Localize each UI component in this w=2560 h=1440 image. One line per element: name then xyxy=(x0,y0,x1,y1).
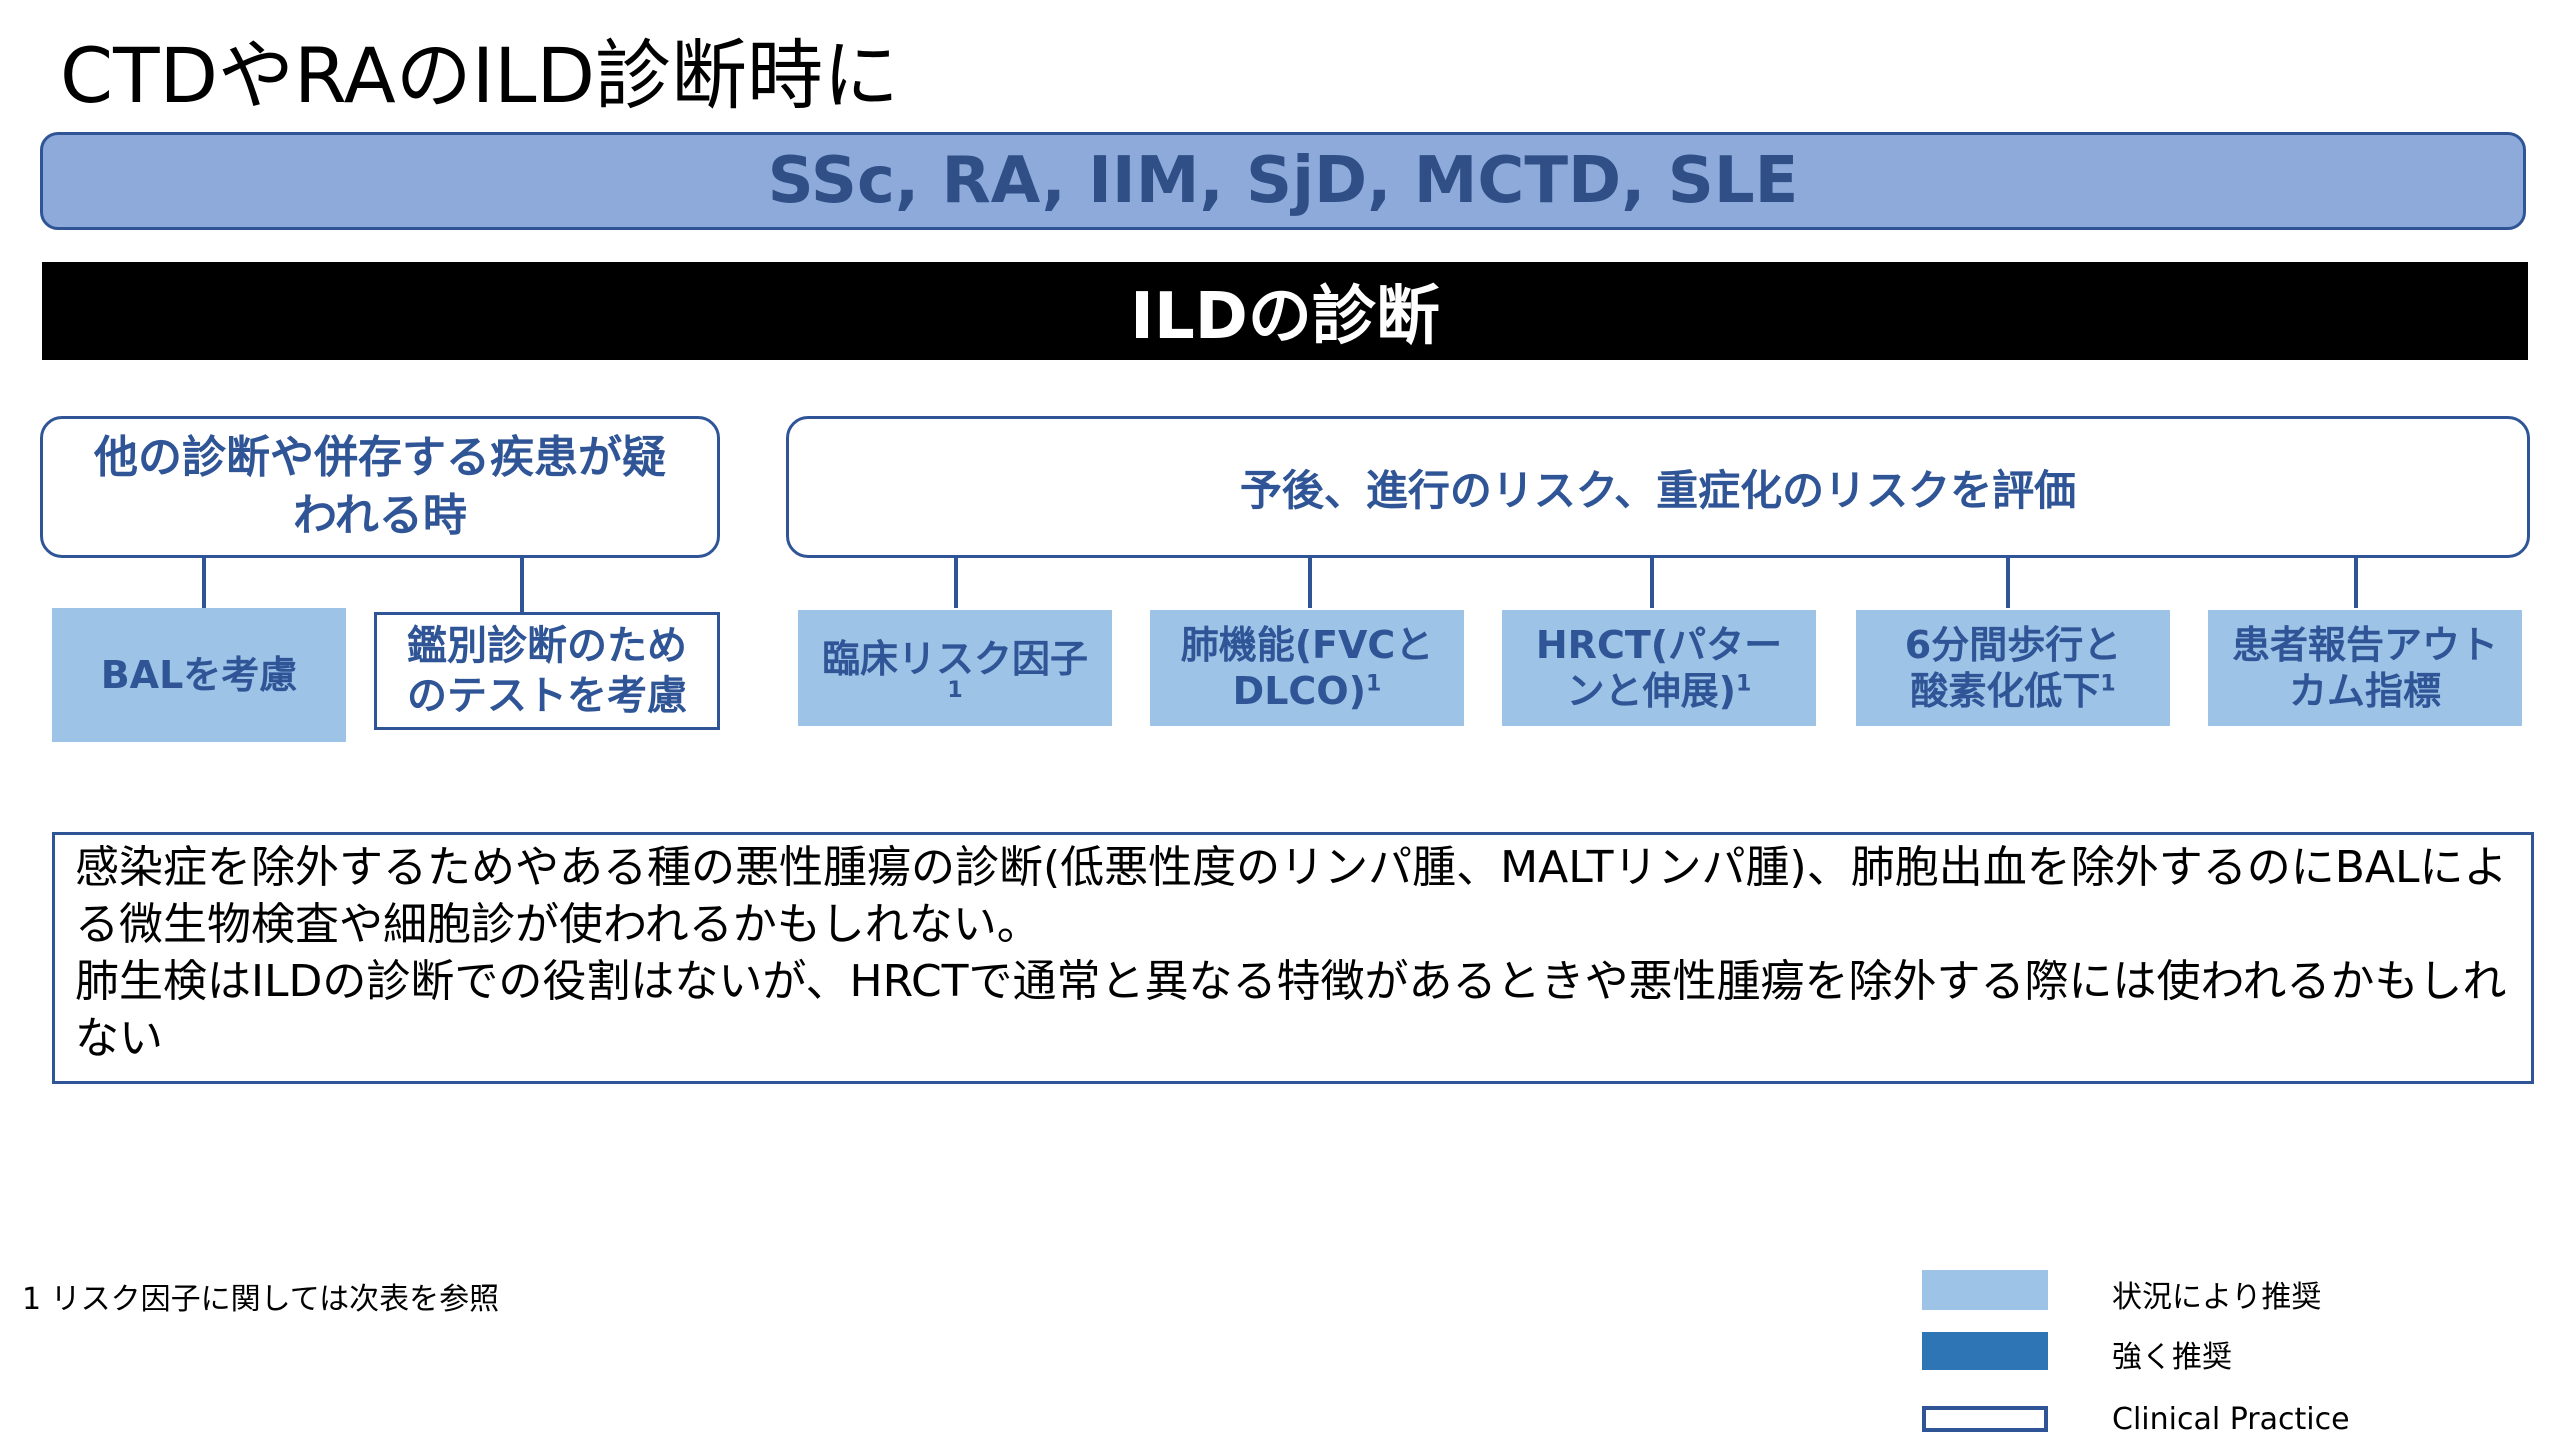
legend-label-clinical-practice: Clinical Practice xyxy=(2112,1402,2350,1437)
hrct-label: HRCT(パターンと伸展) xyxy=(1535,623,1783,713)
six-min-walk-label: 6分間歩行と酸素化低下 xyxy=(1904,623,2122,713)
differential-test-box: 鑑別診断のためのテストを考慮 xyxy=(374,612,720,730)
connector-lung-function xyxy=(1308,556,1312,608)
patient-reported-outcome-label: 患者報告アウトカム指標 xyxy=(2231,623,2498,713)
note-box: 感染症を除外するためやある種の悪性腫瘍の診断(低悪性度のリンパ腫、MALTリンパ… xyxy=(52,832,2534,1084)
bal-consider-box: BALを考慮 xyxy=(52,608,346,742)
legend-swatch-strong xyxy=(1922,1332,2048,1370)
connector-bal xyxy=(202,556,206,608)
six-min-walk-footnote-mark: 1 xyxy=(2100,671,2116,697)
risk-assessment-header: 予後、進行のリスク、重症化のリスクを評価 xyxy=(786,416,2530,558)
bal-consider-label: BALを考慮 xyxy=(100,653,298,697)
six-min-walk-box: 6分間歩行と酸素化低下1 xyxy=(1856,610,2170,726)
page-title: CTDやRAのILD診断時に xyxy=(60,31,900,120)
hrct-box: HRCT(パターンと伸展)1 xyxy=(1502,610,1816,726)
connector-pro xyxy=(2354,556,2358,608)
lung-function-label: 肺機能(FVCとDLCO) xyxy=(1180,623,1434,713)
clinical-risk-label: 臨床リスク因子 xyxy=(821,637,1088,681)
section-header-label: ILDの診断 xyxy=(1130,280,1440,354)
disease-banner-label: SSc, RA, IIM, SjD, MCTD, SLE xyxy=(767,144,1799,218)
legend-swatch-situational xyxy=(1922,1270,2048,1310)
footnote: 1 リスク因子に関しては次表を参照 xyxy=(22,1282,500,1317)
other-diagnosis-header-label: 他の診断や併存する疾患が疑われる時 xyxy=(94,432,666,541)
lung-function-footnote-mark: 1 xyxy=(1366,671,1382,697)
disease-banner: SSc, RA, IIM, SjD, MCTD, SLE xyxy=(40,132,2526,230)
legend-swatch-clinical-practice xyxy=(1922,1406,2048,1432)
connector-hrct xyxy=(1650,556,1654,608)
note-line-bal: 感染症を除外するためやある種の悪性腫瘍の診断(低悪性度のリンパ腫、MALTリンパ… xyxy=(75,842,2508,950)
legend-label-situational: 状況により推奨 xyxy=(2112,1280,2322,1315)
clinical-risk-box: 臨床リスク因子 1 xyxy=(798,610,1112,726)
note-line-biopsy: 肺生検はILDの診断での役割はないが、HRCTで通常と異なる特徴があるときや悪性… xyxy=(75,956,2507,1064)
patient-reported-outcome-box: 患者報告アウトカム指標 xyxy=(2208,610,2522,726)
other-diagnosis-header: 他の診断や併存する疾患が疑われる時 xyxy=(40,416,720,558)
differential-test-label: 鑑別診断のためのテストを考慮 xyxy=(407,623,687,719)
hrct-footnote-mark: 1 xyxy=(1736,671,1752,697)
clinical-risk-footnote-mark: 1 xyxy=(947,678,963,703)
connector-differential xyxy=(520,556,524,612)
lung-function-box: 肺機能(FVCとDLCO)1 xyxy=(1150,610,1464,726)
connector-six-min-walk xyxy=(2006,556,2010,608)
risk-assessment-header-label: 予後、進行のリスク、重症化のリスクを評価 xyxy=(1239,465,2077,515)
connector-clinical-risk xyxy=(954,556,958,608)
section-header-bar: ILDの診断 xyxy=(42,262,2528,360)
legend-label-strong: 強く推奨 xyxy=(2112,1340,2232,1375)
